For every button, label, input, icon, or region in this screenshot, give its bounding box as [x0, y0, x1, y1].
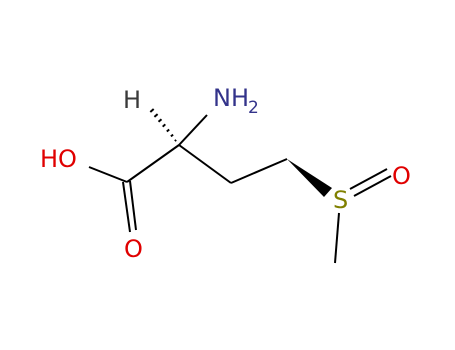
bond-c-oh: [88, 166, 128, 183]
atom-amino-hydrogen: H: [231, 84, 249, 112]
bond-ca-ccooh: [126, 144, 180, 183]
bond-ca-cb: [178, 144, 232, 184]
atom-sulfur: S: [333, 186, 348, 214]
bond-cb-cg: [230, 158, 288, 184]
hashed-wedge-bond-h: [149, 108, 180, 146]
double-bond-s-o: [349, 168, 392, 197]
bond-c-n: [178, 114, 208, 146]
bond-s-ch3: [334, 212, 340, 264]
atom-nitrogen: N: [213, 84, 231, 112]
double-bond-c-o: [122, 180, 137, 233]
wedge-bond-s: [287, 159, 332, 197]
atom-amino-subscript: 2: [248, 98, 259, 118]
atom-amino-group: N H 2: [213, 84, 259, 118]
atom-hydroxyl: HO: [40, 145, 77, 173]
atom-carbonyl-oxygen: O: [124, 235, 143, 263]
atom-sulfoxide-oxygen: O: [392, 162, 411, 190]
atom-hydrogen: H: [123, 86, 141, 114]
